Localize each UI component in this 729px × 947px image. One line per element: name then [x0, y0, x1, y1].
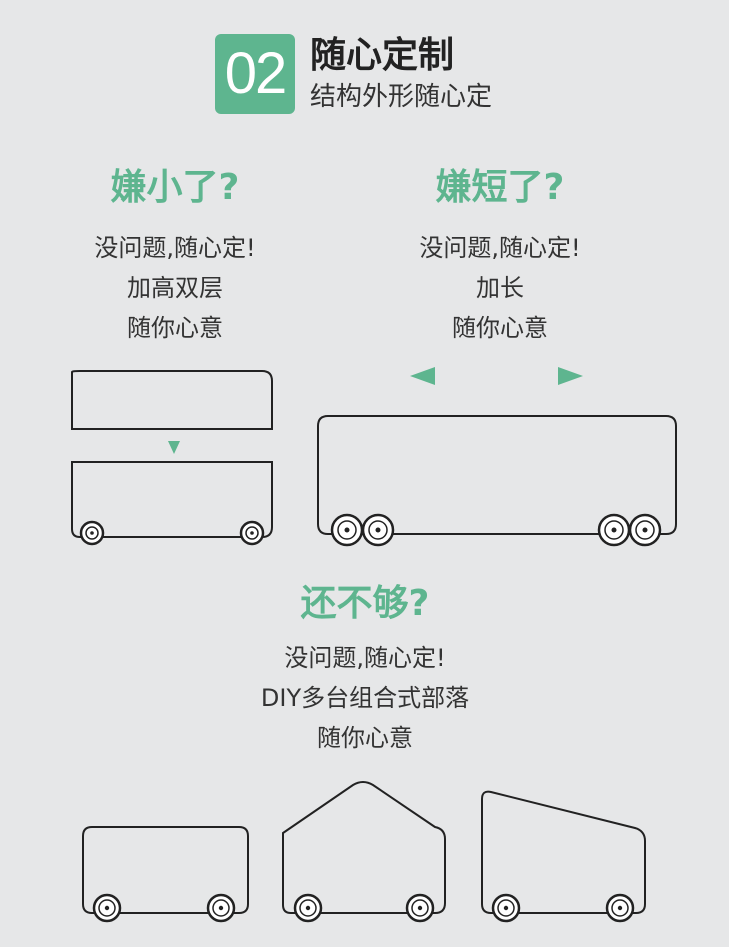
gable-module-outline	[282, 781, 446, 914]
double-decker-illustration	[71, 370, 273, 546]
extended-module-illustration	[317, 367, 677, 547]
left-description: 没问题,随心定! 加高双层 随你心意	[40, 228, 310, 348]
wheel-icon	[405, 893, 435, 923]
right-line-1: 没问题,随心定!	[419, 234, 581, 262]
left-line-3: 随你心意	[127, 314, 223, 342]
arrow-left-icon	[410, 367, 435, 385]
right-description: 没问题,随心定! 加长 随你心意	[365, 228, 635, 348]
wheel-icon	[293, 893, 323, 923]
wheel-icon	[92, 893, 122, 923]
wheel-icon	[605, 893, 635, 923]
section-subtitle: 结构外形随心定	[310, 82, 493, 112]
bottom-line-2: DIY多台组合式部落	[260, 684, 470, 712]
bottom-description: 没问题,随心定! DIY多台组合式部落 随你心意	[200, 638, 530, 758]
right-line-3: 随你心意	[452, 314, 548, 342]
wheel-icon	[597, 513, 631, 547]
long-module-outline	[317, 415, 677, 535]
down-arrow-icon	[168, 441, 180, 454]
bottom-line-1: 没问题,随心定!	[284, 644, 446, 672]
bottom-question: 还不够?	[300, 583, 430, 624]
slanted-module-illustration	[481, 790, 646, 923]
wheel-icon	[361, 513, 395, 547]
box-module-illustration	[82, 826, 249, 923]
upper-module-outline	[71, 370, 273, 430]
bottom-line-3: 随你心意	[317, 724, 413, 752]
wheel-icon	[330, 513, 364, 547]
wheel-icon	[79, 520, 105, 546]
slanted-module-outline	[481, 790, 646, 914]
arrow-right-icon	[558, 367, 583, 385]
gable-module-illustration	[282, 781, 446, 923]
section-title: 随心定制	[310, 35, 455, 76]
wheel-icon	[628, 513, 662, 547]
section-number-badge: 02	[215, 34, 295, 114]
left-line-1: 没问题,随心定!	[94, 234, 256, 262]
left-question: 嫌小了?	[110, 167, 240, 208]
right-line-2: 加长	[476, 274, 524, 302]
lower-module-outline	[71, 461, 273, 538]
box-module-outline	[82, 826, 249, 914]
wheel-icon	[491, 893, 521, 923]
right-question: 嫌短了?	[435, 167, 565, 208]
left-line-2: 加高双层	[127, 274, 223, 302]
wheel-icon	[206, 893, 236, 923]
wheel-icon	[239, 520, 265, 546]
